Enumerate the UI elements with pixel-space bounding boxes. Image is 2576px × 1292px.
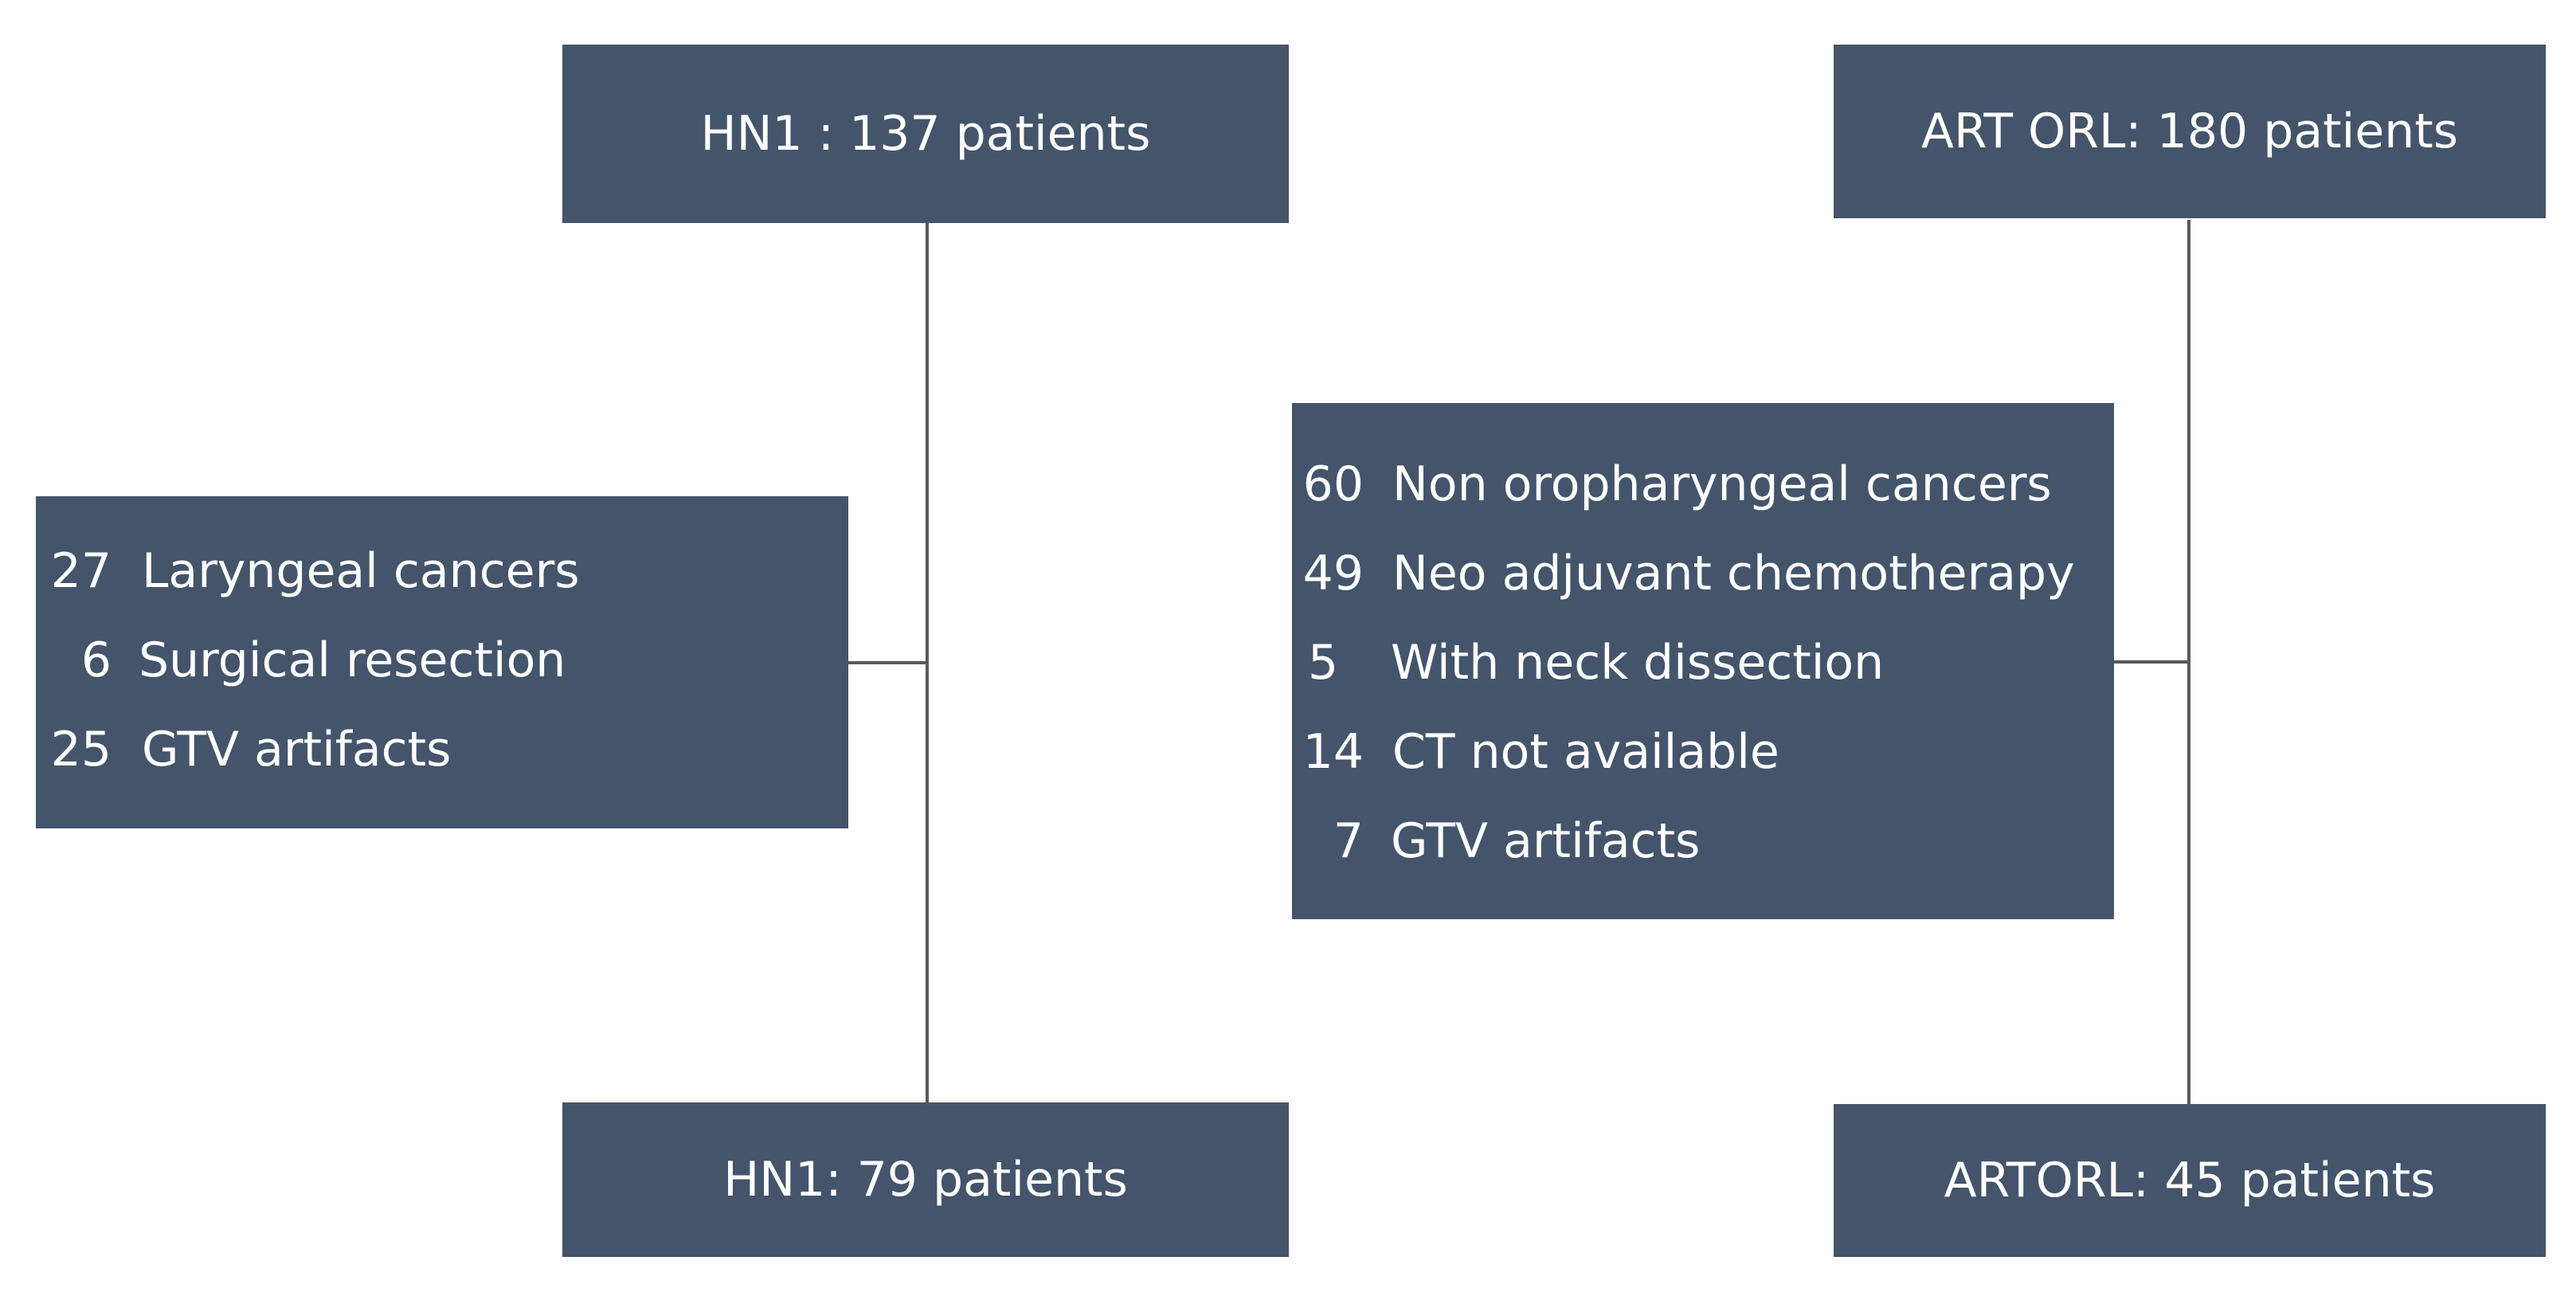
hn1-exclusion-item: 25 GTV artifacts [36, 705, 452, 794]
exclusion-label: GTV artifacts [1391, 813, 1701, 869]
exclusion-label: CT not available [1392, 724, 1779, 780]
exclusion-count: 6 [80, 632, 112, 688]
exclusion-label: GTV artifacts [142, 722, 452, 777]
exclusion-count: 60 [1302, 456, 1364, 512]
right-exclusion-connector [2112, 660, 2190, 664]
hn1-final-cohort-label: HN1: 79 patients [723, 1152, 1128, 1208]
artorl-exclusion-item: 7 GTV artifacts [1292, 797, 1701, 886]
artorl-final-cohort-label: ARTORL: 45 patients [1944, 1153, 2436, 1208]
exclusion-count: 14 [1302, 724, 1364, 780]
artorl-initial-cohort-label: ART ORL: 180 patients [1920, 104, 2459, 159]
exclusion-label: Neo adjuvant chemotherapy [1392, 546, 2075, 601]
artorl-exclusion-item: 5 With neck dissection [1292, 618, 1884, 707]
artorl-initial-cohort-box: ART ORL: 180 patients [1834, 45, 2546, 218]
hn1-final-cohort-box: HN1: 79 patients [562, 1102, 1289, 1257]
hn1-initial-cohort-label: HN1 : 137 patients [700, 106, 1151, 162]
hn1-exclusion-item: 27 Laryngeal cancers [36, 527, 580, 616]
artorl-exclusions-box: 60 Non oropharyngeal cancers 49 Neo adju… [1292, 403, 2114, 919]
exclusion-label: Laryngeal cancers [142, 543, 580, 599]
artorl-exclusion-item: 49 Neo adjuvant chemotherapy [1292, 529, 2075, 618]
exclusion-count: 25 [50, 722, 112, 777]
exclusion-count: 49 [1302, 546, 1364, 601]
exclusion-label: Non oropharyngeal cancers [1392, 456, 2052, 512]
left-exclusion-connector [848, 661, 929, 664]
hn1-initial-cohort-box: HN1 : 137 patients [562, 45, 1289, 223]
exclusion-count: 7 [1333, 813, 1364, 869]
exclusion-label: With neck dissection [1391, 635, 1885, 691]
hn1-exclusions-box: 27 Laryngeal cancers 6 Surgical resectio… [36, 496, 848, 828]
artorl-exclusion-item: 14 CT not available [1292, 707, 1779, 797]
exclusion-count: 27 [50, 543, 112, 599]
exclusion-label: Surgical resection [139, 632, 566, 688]
artorl-final-cohort-box: ARTORL: 45 patients [1834, 1104, 2546, 1257]
hn1-exclusion-item: 6 Surgical resection [36, 616, 566, 705]
artorl-exclusion-item: 60 Non oropharyngeal cancers [1292, 440, 2052, 529]
exclusion-count: 5 [1308, 635, 1339, 691]
